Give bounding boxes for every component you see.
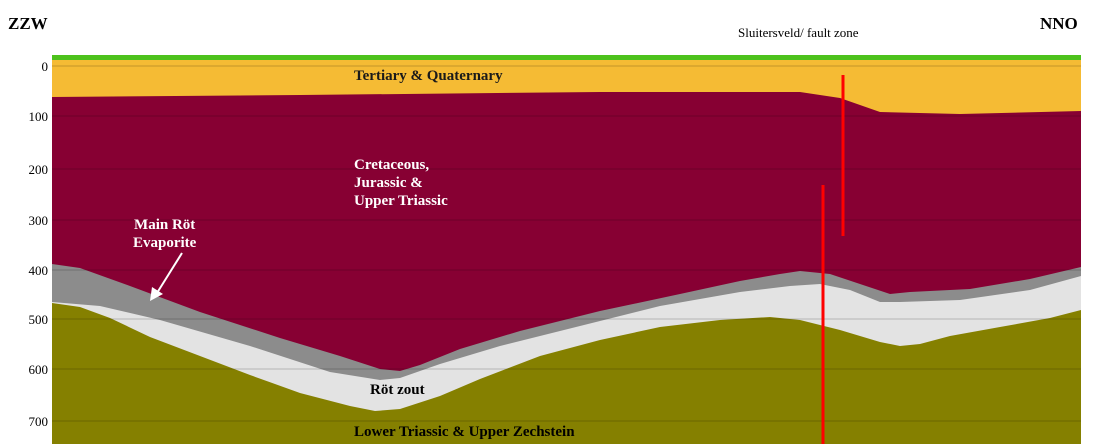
evaporite-arrow-head bbox=[150, 287, 163, 301]
lower-triassic-label: Lower Triassic & Upper Zechstein bbox=[354, 424, 575, 440]
cretaceous-label-line-1: Cretaceous, bbox=[354, 157, 430, 173]
depth-tick-300: 300 bbox=[28, 213, 49, 228]
depth-tick-600: 600 bbox=[28, 362, 49, 377]
depth-tick-0: 0 bbox=[41, 59, 49, 74]
direction-left-label: ZZW bbox=[8, 14, 48, 33]
cretaceous-label-line-2: Jurassic & bbox=[354, 175, 423, 191]
depth-tick-700: 700 bbox=[28, 414, 49, 429]
cretaceous-label: Cretaceous, Jurassic & Upper Triassic bbox=[354, 156, 448, 210]
main-rot-label-line-1: Main Röt bbox=[134, 217, 196, 233]
rot-zout-label: Röt zout bbox=[370, 382, 425, 398]
cretaceous-label-line-3: Upper Triassic bbox=[354, 193, 448, 209]
depth-tick-400: 400 bbox=[28, 263, 49, 278]
depth-tick-500: 500 bbox=[28, 312, 49, 327]
tertiary-label: Tertiary & Quaternary bbox=[354, 68, 503, 84]
main-rot-label-line-2: Evaporite bbox=[133, 235, 197, 251]
depth-tick-100: 100 bbox=[28, 109, 49, 124]
ground-surface bbox=[52, 55, 1081, 60]
depth-tick-200: 200 bbox=[28, 162, 49, 177]
fault-zone-label: Sluitersveld/ fault zone bbox=[738, 25, 859, 40]
main-rot-label: Main Röt Evaporite bbox=[133, 216, 196, 252]
direction-right-label: NNO bbox=[1040, 14, 1078, 33]
evaporite-arrow-shaft bbox=[156, 252, 183, 294]
